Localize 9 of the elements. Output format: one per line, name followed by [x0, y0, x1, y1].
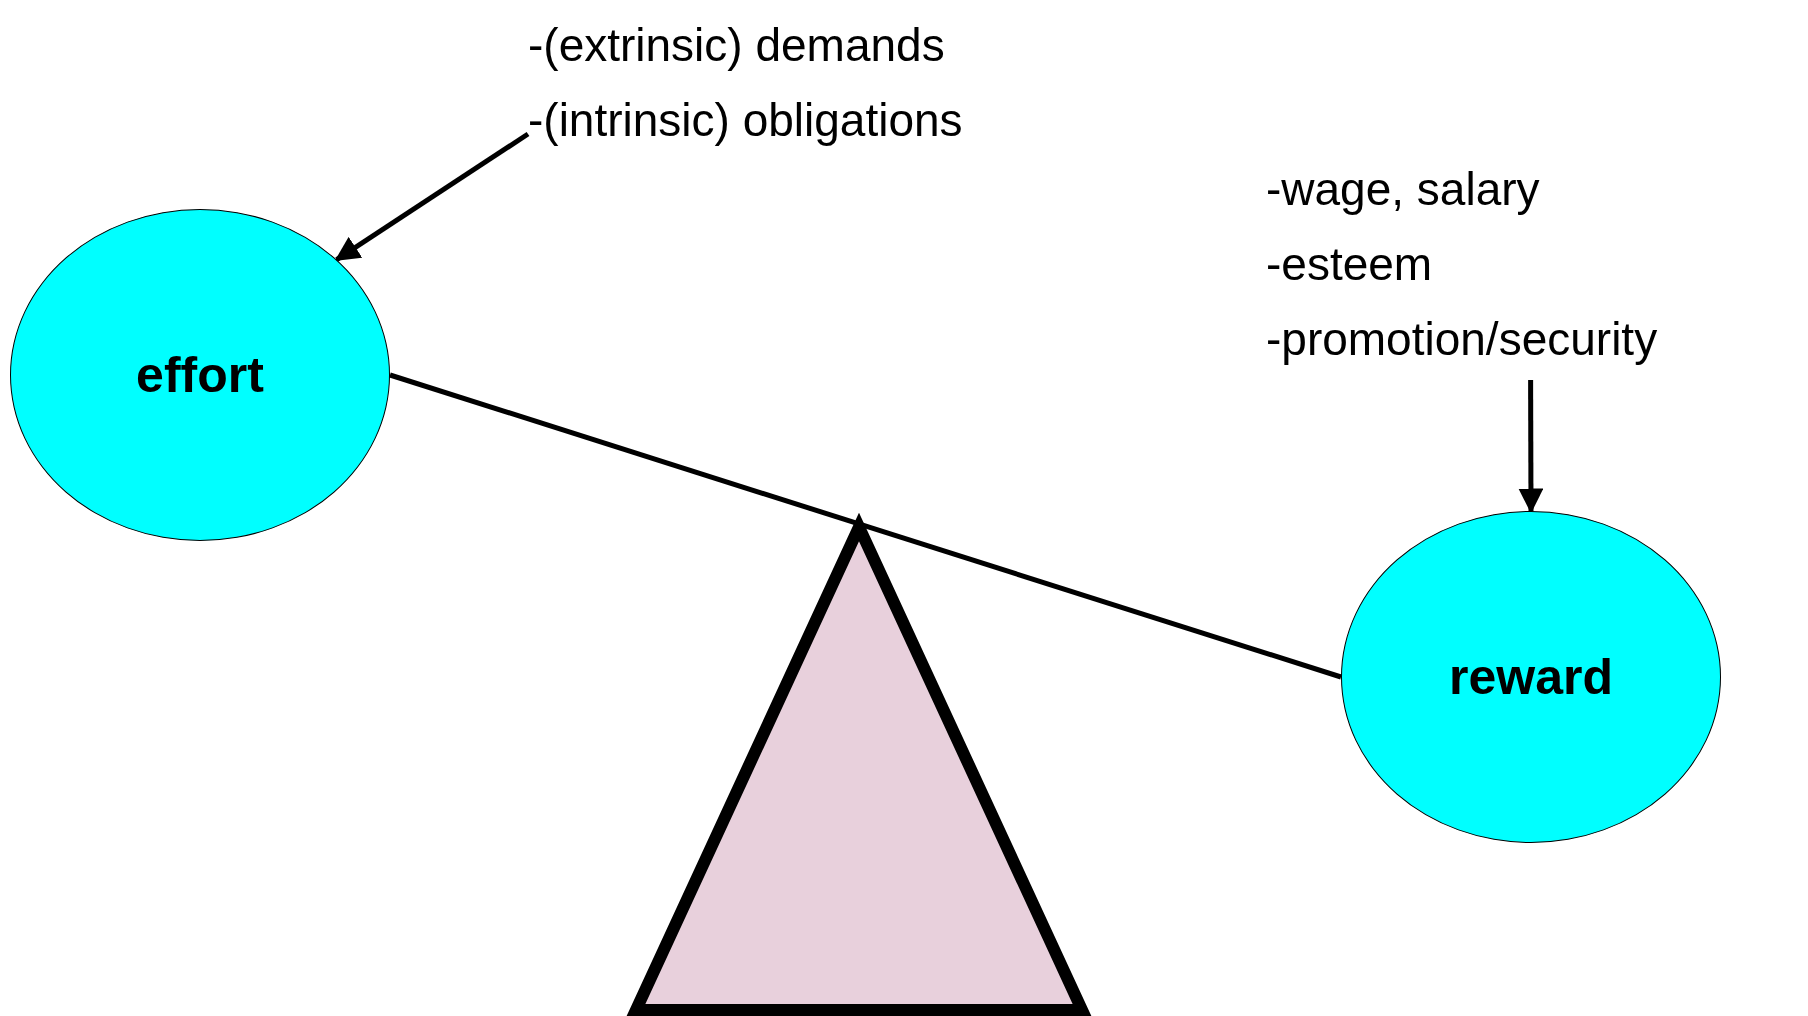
list-item-text: -wage, salary — [1266, 162, 1540, 217]
list-item-text: -promotion/security — [1266, 312, 1658, 367]
arrow — [334, 131, 530, 262]
ellipse-label: reward — [1449, 648, 1613, 706]
ellipse-label: effort — [136, 346, 264, 404]
list-item-text: -esteem — [1266, 237, 1433, 292]
list-item-text: -(intrinsic) obligations — [528, 93, 963, 148]
list-item-text: -(extrinsic) demands — [528, 18, 945, 73]
balance-beam — [389, 372, 1342, 680]
